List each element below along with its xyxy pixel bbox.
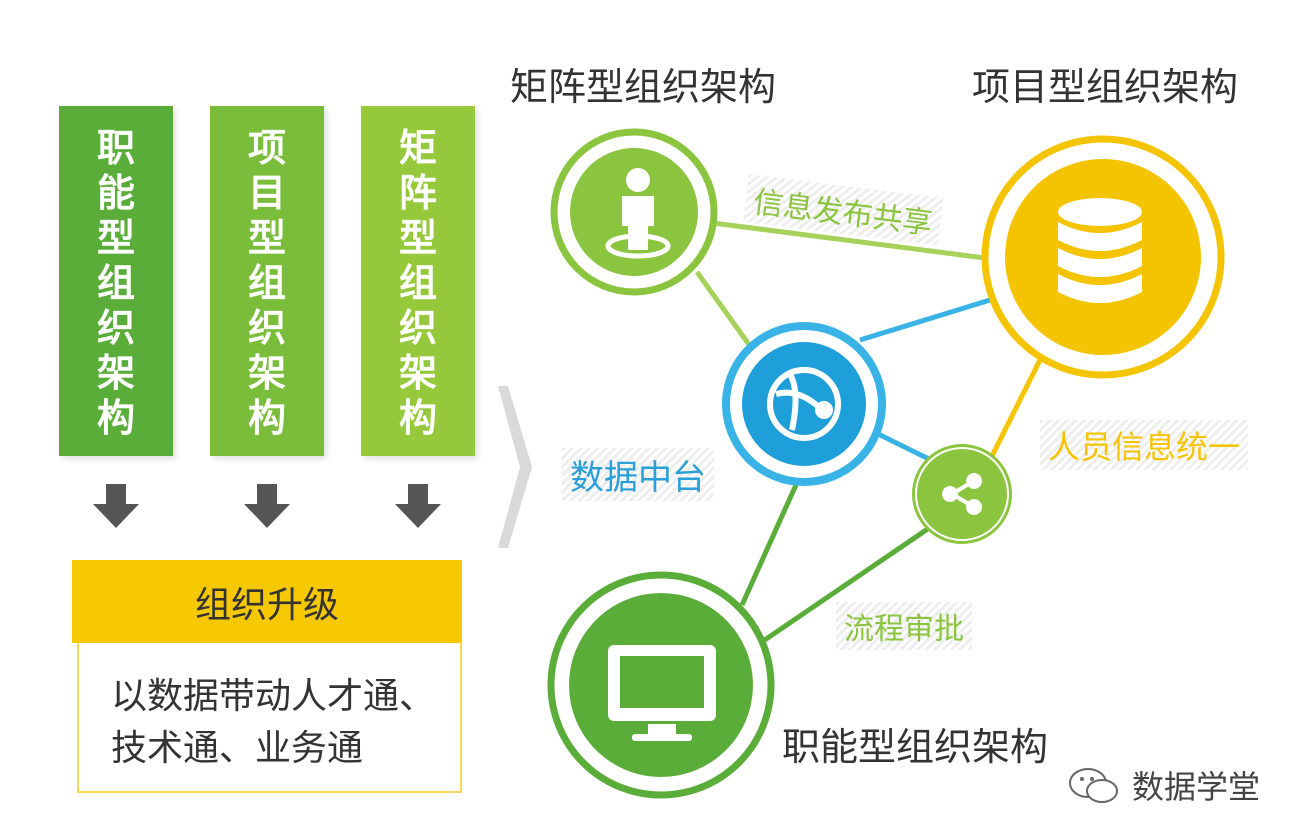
node-functional [547,571,775,799]
column-char: 能 [96,171,135,215]
node-project [981,135,1225,379]
column-char: 职 [96,126,135,170]
upgrade-description: 以数据带动人才通、 技术通、业务通 [77,643,462,793]
column-char: 矩 [398,126,437,170]
column-char: 项 [247,126,286,170]
matrix-title: 矩阵型组织架构 [510,65,777,109]
watermark: 数据学堂 [1066,762,1260,808]
node-share [912,444,1012,544]
link-hub-functional [739,474,803,607]
database-icon [1058,198,1142,303]
data-hub-label: 数据中台 [562,448,714,501]
link-hub-project [859,297,991,343]
down-arrow-icon [395,484,441,528]
column-char: 构 [247,396,286,440]
column-project: 项目型组织架构 [210,106,324,456]
column-functional: 职能型组织架构 [59,106,173,456]
column-char: 组 [96,261,135,305]
column-char: 型 [96,216,135,260]
link-share-functional [748,523,934,653]
column-char: 型 [247,216,286,260]
hr-unify-tag: 人员信息统一 [1040,420,1249,470]
column-char: 组 [398,261,437,305]
column-char: 型 [398,216,437,260]
upgrade-line-2: 技术通、业务通 [111,728,364,769]
column-functional-label: 职能型组织架构 [97,126,135,441]
column-matrix: 矩阵型组织架构 [361,106,475,456]
column-matrix-label: 矩阵型组织架构 [399,126,437,441]
link-project-share [987,358,1043,462]
chevron-right-icon [498,386,532,548]
column-char: 织 [247,306,286,350]
column-char: 构 [398,396,437,440]
column-char: 组 [247,261,286,305]
node-data-hub [722,322,886,486]
wechat-icon [1069,768,1118,803]
upgrade-line-1: 以数据带动人才通、 [111,676,436,717]
column-char: 织 [398,306,437,350]
node-matrix [550,128,718,296]
share-icon [942,473,982,515]
column-char: 构 [96,396,135,440]
link-matrix-project [704,219,986,261]
down-arrow-icon [93,484,139,528]
down-arrow-icon [244,484,290,528]
column-char: 阵 [398,171,437,215]
upgrade-title: 组织升级 [72,560,462,643]
column-char: 架 [398,351,437,395]
approval-tag: 流程审批 [836,602,972,650]
functional-title: 职能型组织架构 [782,725,1049,769]
monitor-icon [608,645,716,741]
person-icon [605,168,671,259]
project-title: 项目型组织架构 [972,65,1239,109]
column-char: 目 [247,171,286,215]
link-hub-share [868,427,937,465]
globe-network-icon [767,367,841,441]
column-project-label: 项目型组织架构 [248,126,286,441]
column-char: 架 [96,351,135,395]
column-char: 织 [96,306,135,350]
column-char: 架 [247,351,286,395]
watermark-text: 数据学堂 [1132,768,1261,806]
